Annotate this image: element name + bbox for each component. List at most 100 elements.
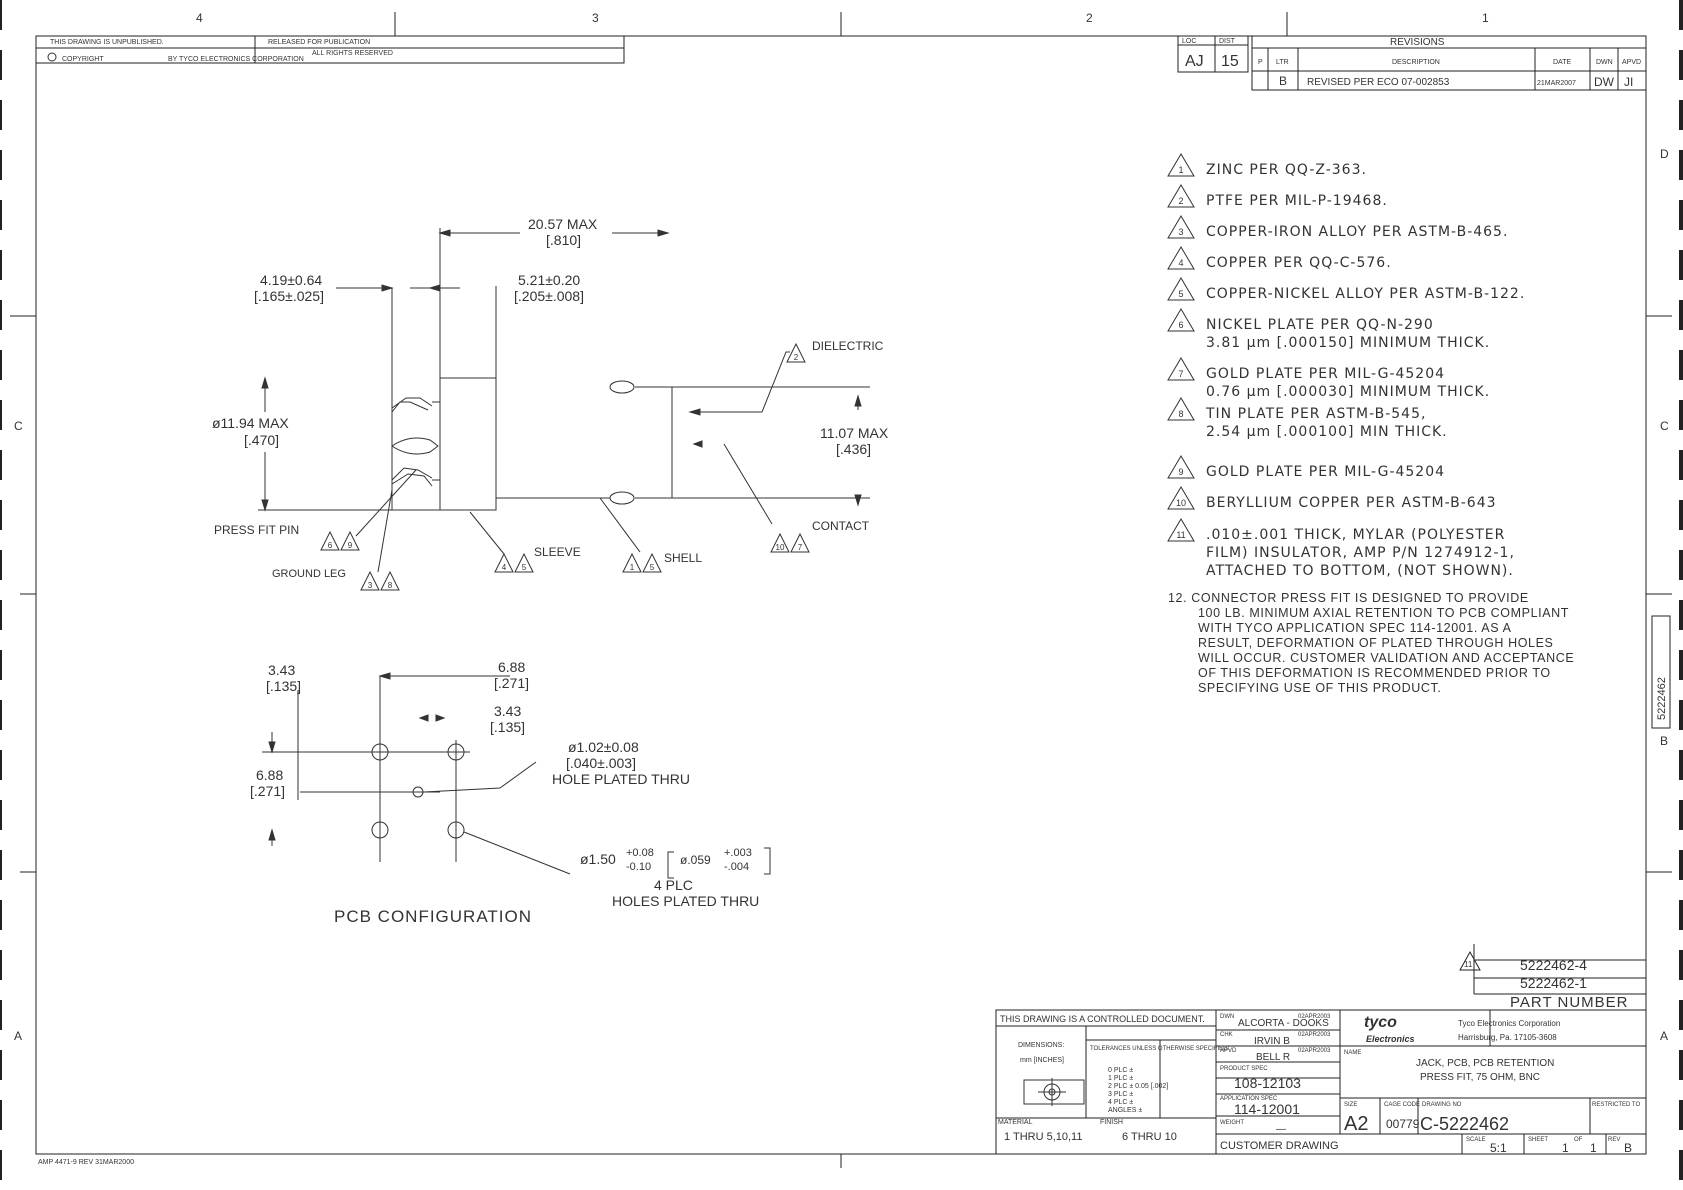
apvd-date: 02APR2003	[1298, 1048, 1331, 1054]
copyright-text: COPYRIGHT	[62, 56, 104, 63]
pcb-d2-mm: 6.88	[498, 659, 525, 675]
controlled-text: THIS DRAWING IS A CONTROLLED DOCUMENT.	[1000, 1014, 1205, 1024]
flag-number: 10	[776, 543, 785, 552]
part-name-2: PRESS FIT, 75 OHM, BNC	[1420, 1072, 1540, 1083]
delta-flag-icon	[494, 552, 514, 573]
part-number-4: 5222462-4	[1520, 957, 1587, 973]
side-view-labels: 20.57 MAX [.810] 4.19±0.64 [.165±.025] 5…	[212, 216, 889, 580]
pressfit-label: PRESS FIT PIN	[214, 523, 299, 537]
part-name-1: JACK, PCB, PCB RETENTION	[1416, 1058, 1554, 1069]
loc-value: AJ	[1185, 53, 1204, 70]
weight-label: WEIGHT	[1220, 1120, 1244, 1126]
pcb-center-hole	[412, 786, 424, 798]
revisions-block	[1177, 35, 1647, 91]
tol-row: ANGLES ±	[1108, 1107, 1142, 1114]
revisions-text: LOC DIST AJ 15 REVISIONS P LTR DESCRIPTI…	[1182, 37, 1641, 89]
height-dim-mm: 11.07 MAX	[820, 425, 889, 441]
note-flag-number: 4	[1178, 258, 1183, 268]
note-flag-number: 5	[1178, 289, 1183, 299]
pcb-hole2-in-up: +.003	[724, 847, 752, 859]
pcb-title: PCB CONFIGURATION	[334, 907, 532, 926]
zone-col-1: 1	[1482, 11, 1489, 25]
contact-label: CONTACT	[812, 519, 870, 533]
shell-label: SHELL	[664, 551, 702, 565]
finish-value: 6 THRU 10	[1122, 1131, 1177, 1143]
note-flag-number: 6	[1178, 320, 1183, 330]
apvd-label: APVD	[1220, 1048, 1237, 1054]
rev-col-ltr: LTR	[1276, 59, 1289, 66]
note-line: 2.54 μm [.000100] MIN THICK.	[1206, 424, 1448, 440]
pcb-hole2-in-dn: -.004	[724, 861, 749, 873]
pcb-d1-mm: 3.43	[268, 662, 295, 678]
delta-flag-icon	[786, 342, 806, 363]
footer-text: AMP 4471-9 REV 31MAR2000	[38, 1159, 134, 1166]
rev-dwn: DW	[1594, 75, 1615, 89]
dia-dim-in: [.470]	[244, 432, 279, 448]
delta-flag-icon	[1167, 486, 1195, 510]
dielectric-label: DIELECTRIC	[812, 339, 884, 353]
dwg-label: DRAWING NO	[1422, 1102, 1462, 1108]
chk-date: 02APR2003	[1298, 1032, 1331, 1038]
note-line: 0.76 μm [.000030] MINIMUM THICK.	[1206, 384, 1490, 400]
rev-ltr: B	[1279, 74, 1287, 88]
ground-label: GROUND LEG	[272, 568, 346, 580]
product-spec-label: PRODUCT SPEC	[1220, 1066, 1268, 1072]
delta-flag-icon	[1167, 455, 1195, 479]
loc-label: LOC	[1182, 38, 1196, 45]
of-value: 1	[1590, 1141, 1597, 1155]
pcb-hole2-note: HOLES PLATED THRU	[612, 893, 759, 909]
delta-flag-icon	[1167, 518, 1195, 542]
scale-label: SCALE	[1466, 1137, 1486, 1143]
zone-col-2: 2	[1086, 11, 1093, 25]
rev-label: REV	[1608, 1137, 1620, 1143]
flag-number: 7	[798, 543, 803, 552]
note-12-line: WITH TYCO APPLICATION SPEC 114-12001. AS…	[1198, 621, 1512, 635]
rev-col-date: DATE	[1553, 59, 1571, 66]
zone-row-c-left: C	[14, 419, 23, 433]
note-line: BERYLLIUM COPPER PER ASTM-B-643	[1206, 495, 1497, 511]
delta-flag-icon	[770, 532, 790, 553]
title-block	[995, 1009, 1647, 1155]
released-text: RELEASED FOR PUBLICATION	[268, 39, 370, 46]
overall-length-in: [.810]	[546, 232, 581, 248]
restricted-label: RESTRICTED TO	[1592, 1102, 1640, 1108]
pcb-hole	[371, 743, 389, 761]
flag-number: 9	[348, 541, 353, 550]
scale-value: 5:1	[1490, 1141, 1507, 1155]
copyright-icon	[47, 52, 57, 62]
delta-flag-icon	[1167, 184, 1195, 208]
note-12-line: SPECIFYING USE OF THIS PRODUCT.	[1198, 681, 1441, 695]
tol-row: 2 PLC ± 0.05 [.002]	[1108, 1083, 1168, 1090]
tol-row: 4 PLC ±	[1108, 1099, 1133, 1106]
delta-flag-icon	[642, 552, 662, 573]
note-flag-number: 2	[1178, 196, 1183, 206]
delta-flag-icon	[622, 552, 642, 573]
tol-row: 3 PLC ±	[1108, 1091, 1133, 1098]
note-line: PTFE PER MIL-P-19468.	[1206, 193, 1388, 209]
rev-col-dwn: DWN	[1596, 59, 1613, 66]
pcb-hole1-note: HOLE PLATED THRU	[552, 771, 690, 787]
note-12-line: WILL OCCUR. CUSTOMER VALIDATION AND ACCE…	[1198, 651, 1574, 665]
pcb-hole	[447, 743, 465, 761]
of-label: OF	[1574, 1137, 1583, 1143]
pcb-hole	[447, 821, 465, 839]
rev-date: 21MAR2007	[1537, 80, 1576, 87]
delta-flag-icon	[1167, 397, 1195, 421]
flag-number: 3	[368, 581, 373, 590]
name-label: NAME	[1344, 1050, 1361, 1056]
tol-row: 0 PLC ±	[1108, 1067, 1133, 1074]
cage-value: 00779	[1386, 1117, 1420, 1131]
left-dim-mm: 4.19±0.64	[260, 272, 322, 288]
sheet-value: 1	[1562, 1141, 1569, 1155]
delta-flag-icon	[380, 570, 400, 591]
pcb-hole2-tol-up: +0.08	[626, 847, 654, 859]
by-text: BY TYCO ELECTRONICS CORPORATION	[168, 56, 304, 63]
tolerances-label: TOLERANCES UNLESS OTHERWISE SPECIFIED:	[1090, 1046, 1229, 1052]
apvd-value: BELL R	[1256, 1052, 1290, 1063]
note-flag-number: 8	[1178, 409, 1183, 419]
dist-label: DIST	[1219, 38, 1236, 45]
material-value: 1 THRU 5,10,11	[1004, 1131, 1082, 1143]
title-block-text: THIS DRAWING IS A CONTROLLED DOCUMENT. D…	[998, 1014, 1640, 1155]
